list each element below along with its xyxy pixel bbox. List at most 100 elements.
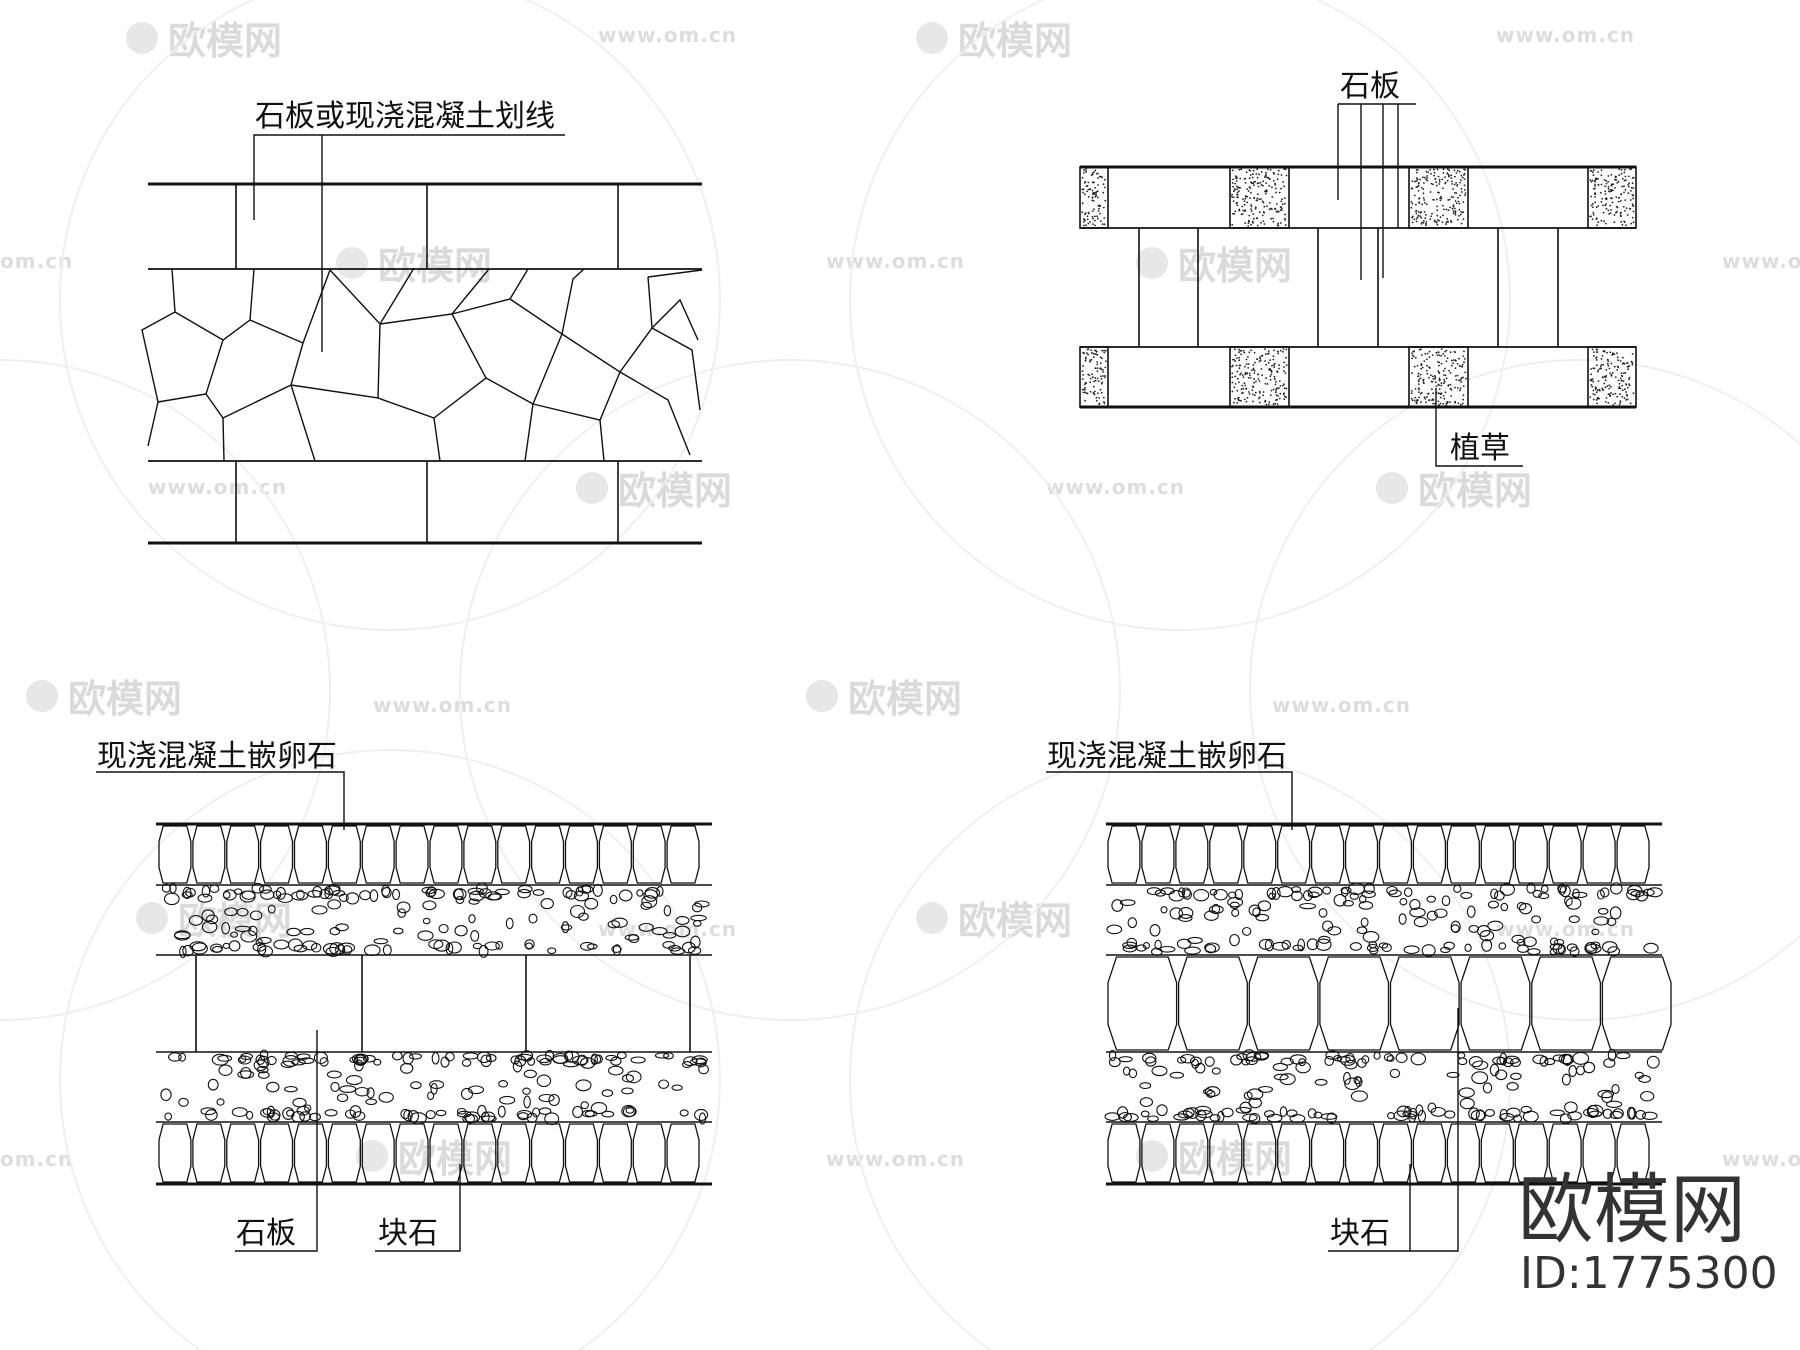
watermark-url: www.om.cn xyxy=(1496,23,1635,47)
block-stone xyxy=(1344,825,1379,884)
pebble xyxy=(382,944,392,956)
pebble xyxy=(1142,1052,1157,1064)
pebble xyxy=(240,1066,252,1079)
grass-cell xyxy=(1587,166,1637,229)
pebble xyxy=(342,945,353,955)
pebble xyxy=(544,1112,560,1126)
pebble xyxy=(536,1074,552,1088)
pebble xyxy=(1356,926,1368,935)
pebble xyxy=(447,941,462,954)
pebble xyxy=(540,898,554,910)
pebble xyxy=(1494,890,1505,901)
block-stone xyxy=(1175,1123,1209,1183)
pebble xyxy=(1302,889,1313,902)
pebble xyxy=(205,1109,218,1121)
pebble xyxy=(1426,895,1436,903)
pebble xyxy=(319,1057,329,1067)
pebble xyxy=(643,889,658,902)
pebble xyxy=(1446,1071,1460,1078)
pebble xyxy=(440,1056,450,1068)
watermark-text: 欧模网 xyxy=(68,677,182,721)
brand-logo-text: 欧模网 xyxy=(1518,1165,1746,1254)
pebble xyxy=(237,1070,255,1079)
watermark-logo-icon xyxy=(126,22,158,54)
pebble xyxy=(1389,1068,1401,1079)
pebble xyxy=(366,1087,375,1099)
pebble xyxy=(1184,946,1201,955)
pebble xyxy=(403,1109,413,1122)
pebble xyxy=(245,1110,254,1120)
block-stone xyxy=(1378,1123,1413,1183)
pebble xyxy=(1404,1105,1412,1118)
block-stone xyxy=(1378,825,1413,884)
watermark-circle xyxy=(0,359,331,1021)
pebble xyxy=(1263,1110,1275,1118)
watermark: 欧模网 xyxy=(26,677,182,721)
block-stone xyxy=(1107,1123,1141,1183)
pebble xyxy=(352,1111,366,1121)
pebble xyxy=(369,889,379,903)
label-slab-top-right: 石板 xyxy=(1340,69,1400,104)
pebble xyxy=(217,1054,233,1062)
pebble xyxy=(560,924,573,931)
pebble xyxy=(228,940,241,952)
pebble xyxy=(257,936,272,944)
pebble xyxy=(1460,891,1473,899)
pebble xyxy=(239,1055,247,1063)
block-stone xyxy=(1243,1123,1277,1183)
pebble xyxy=(536,1054,552,1064)
pebble xyxy=(256,1065,269,1074)
pebble xyxy=(625,1070,642,1084)
pebble xyxy=(1492,1056,1507,1065)
pebble xyxy=(1151,1065,1168,1077)
pebble xyxy=(1339,1054,1356,1066)
pebble xyxy=(1638,1075,1651,1083)
pebble xyxy=(1187,936,1203,944)
pebble xyxy=(1208,905,1224,914)
pebble xyxy=(470,930,480,942)
pebble xyxy=(1421,944,1436,957)
pebble xyxy=(1221,1107,1234,1118)
pebble xyxy=(1156,1104,1168,1117)
block-stone xyxy=(632,1123,666,1183)
pebble xyxy=(241,890,256,900)
pebble xyxy=(1607,1048,1617,1062)
block-stone xyxy=(463,1123,497,1183)
pebble xyxy=(498,1080,509,1088)
leader-line-scoring xyxy=(253,134,565,220)
watermark-circle xyxy=(1249,359,1800,1021)
watermark-url: www.om.cn xyxy=(1272,693,1411,717)
watermark: 欧模网 xyxy=(126,19,282,63)
pebble xyxy=(427,1091,435,1101)
pebble xyxy=(1489,1063,1500,1077)
pebble xyxy=(249,910,263,921)
pebble xyxy=(1567,1111,1582,1121)
pebble xyxy=(1583,1061,1596,1074)
pebble xyxy=(1358,901,1374,910)
pebble xyxy=(1248,904,1261,917)
pebble xyxy=(209,884,220,893)
pebble xyxy=(266,1081,280,1093)
pebble xyxy=(1516,944,1529,953)
pebble xyxy=(255,1054,266,1065)
pebble xyxy=(1209,1114,1221,1122)
grass-cell xyxy=(1079,166,1109,229)
block-stone xyxy=(564,1123,599,1183)
block-stone xyxy=(259,1123,294,1183)
pebble xyxy=(1540,885,1549,893)
pebble xyxy=(1145,1056,1157,1067)
pebble xyxy=(338,942,356,953)
grass-cell xyxy=(1229,166,1290,229)
block-stone xyxy=(1548,1123,1582,1183)
pebble xyxy=(1444,1110,1456,1119)
pebble xyxy=(296,1053,311,1060)
pebble xyxy=(1104,1112,1121,1121)
pebble xyxy=(1271,941,1289,951)
pebble xyxy=(161,883,171,893)
pebble xyxy=(329,942,345,956)
pebble xyxy=(562,887,573,899)
pebble xyxy=(1246,1088,1264,1101)
pebble xyxy=(1610,882,1623,895)
pebble xyxy=(590,1102,608,1115)
